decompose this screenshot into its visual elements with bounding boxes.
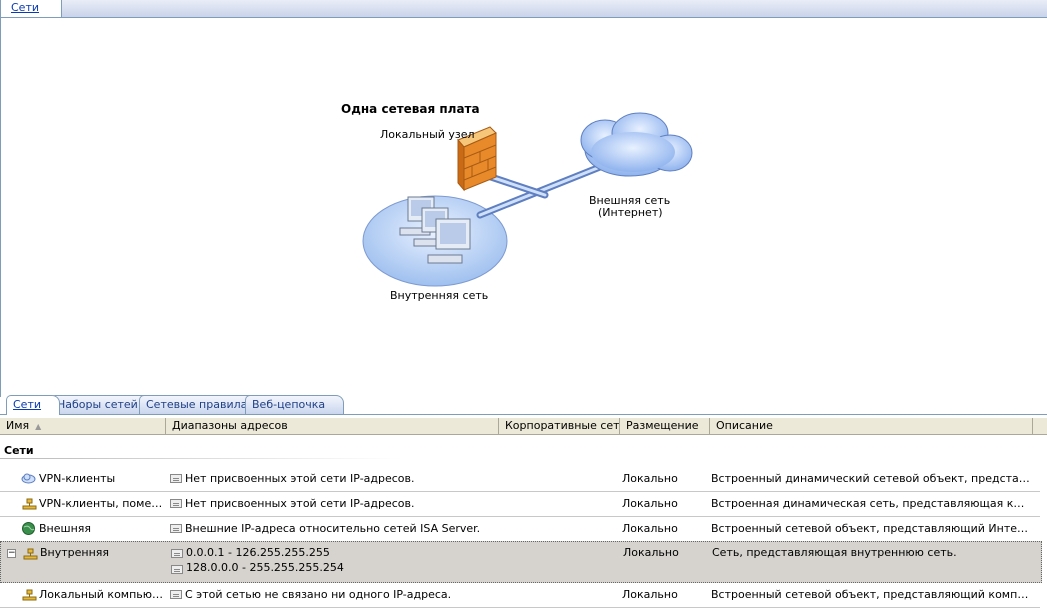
local-host-label: Локальный узел [380, 128, 475, 141]
table-row-selected[interactable]: − Внутренняя 0.0.0.1 - 126.255.255.255 1… [0, 541, 1042, 583]
row-description: Встроенный сетевой объект, представляющи… [711, 522, 1031, 535]
table-row[interactable]: Локальный компьютер С этой сетью не связ… [0, 582, 1040, 608]
address-range-icon [170, 590, 182, 599]
panel-border [0, 17, 1, 397]
row-address-2: 128.0.0.0 - 255.255.255.254 [186, 561, 344, 574]
external-network-sublabel: (Интернет) [598, 206, 663, 219]
tab-networks-top[interactable]: Сети [0, 0, 63, 17]
top-tab-strip: Сети [0, 0, 1047, 18]
network-icon [22, 589, 37, 601]
network-icon [23, 548, 38, 560]
tab-network-rules[interactable]: Сетевые правила [139, 395, 267, 414]
tab-network-sets-label: Наборы сетей [57, 398, 138, 411]
tab-networks-label: Сети [13, 398, 42, 411]
column-header-enterprise-networks[interactable]: Корпоративные сети [499, 418, 620, 434]
row-placement: Локально [622, 522, 678, 535]
row-placement: Локально [622, 588, 678, 601]
row-description: Встроенный сетевой объект, представляющи… [711, 588, 1031, 601]
column-header-address-ranges[interactable]: Диапазоны адресов [166, 418, 499, 434]
row-description: Встроенная динамическая сеть, представля… [711, 497, 1031, 510]
address-range-icon [170, 474, 182, 483]
column-header-description[interactable]: Описание [710, 418, 1033, 434]
tab-label: Сети [11, 1, 40, 14]
row-address: Нет присвоенных этой сети IP-адресов. [185, 472, 415, 485]
row-address: Нет присвоенных этой сети IP-адресов. [185, 497, 415, 510]
tab-network-rules-label: Сетевые правила [146, 398, 248, 411]
tab-web-chain-label: Веб-цепочка [252, 398, 326, 411]
network-icon [22, 498, 37, 510]
table-row[interactable]: VPN-клиенты, помеще... Нет присвоенных э… [0, 491, 1040, 517]
table-row[interactable]: VPN-клиенты Нет присвоенных этой сети IP… [0, 466, 1040, 492]
group-divider [0, 458, 400, 459]
globe-icon [22, 522, 35, 535]
table-row[interactable]: Внешняя Внешние IP-адреса относительно с… [0, 516, 1040, 542]
external-network-label: Внешняя сеть [589, 194, 671, 207]
row-address: С этой сетью не связано ни одного IP-адр… [185, 588, 452, 601]
cloud-icon [580, 112, 693, 177]
tab-networks[interactable]: Сети [6, 395, 61, 415]
row-placement: Локально [622, 497, 678, 510]
computers-icon [399, 196, 471, 264]
address-range-icon [171, 549, 183, 558]
address-range-icon [171, 565, 183, 574]
network-diagram: Одна сетевая плата Локальный узел Внешня… [330, 95, 710, 310]
address-range-icon [170, 499, 182, 508]
row-name: Внутренняя [40, 546, 110, 559]
firewall-icon [457, 126, 497, 192]
collapse-icon[interactable]: − [7, 548, 16, 558]
row-description: Встроенный динамический сетевой объект, … [711, 472, 1031, 485]
sort-ascending-icon: ▲ [35, 422, 42, 431]
bottom-tab-strip: Сети Наборы сетей Сетевые правила Веб-це… [0, 392, 1047, 415]
column-header-name[interactable]: Имя▲ [0, 418, 166, 434]
diagram-title: Одна сетевая плата [341, 102, 480, 116]
tab-web-chain[interactable]: Веб-цепочка [245, 395, 345, 414]
diagram-graphic [362, 112, 693, 287]
row-name: VPN-клиенты, помеще... [39, 497, 164, 510]
row-name: Локальный компьютер [39, 588, 164, 601]
row-name: VPN-клиенты [39, 472, 116, 485]
row-description: Сеть, представляющая внутреннюю сеть. [712, 546, 957, 559]
row-placement: Локально [623, 546, 679, 559]
row-address: Внешние IP-адреса относительно сетей ISA… [185, 522, 481, 535]
row-placement: Локально [622, 472, 678, 485]
address-range-icon [170, 524, 182, 533]
group-label: Сети [4, 444, 34, 457]
internal-network-label: Внутренняя сеть [390, 289, 489, 302]
grid-header: Имя▲ Диапазоны адресов Корпоративные сет… [0, 418, 1047, 435]
row-name: Внешняя [39, 522, 91, 535]
cloud-icon [21, 473, 36, 484]
column-header-placement[interactable]: Размещение [620, 418, 710, 434]
